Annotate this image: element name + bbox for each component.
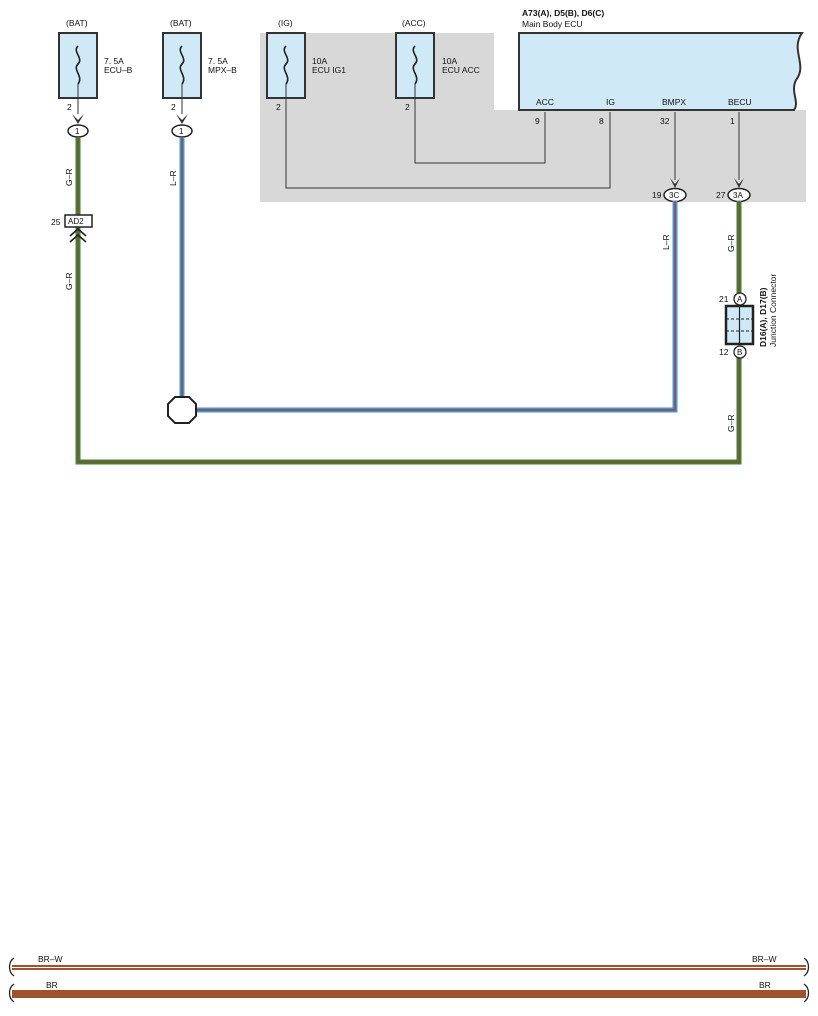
ecu-terminal-ig: IG (606, 97, 615, 107)
ecu-terminal-bmpx: BMPX (662, 97, 686, 107)
wire-label-right: BR–W (752, 954, 777, 964)
connector-label: 3C (669, 191, 679, 200)
connector-label: 1 (75, 127, 80, 136)
junction-pin-a: 21 (719, 294, 729, 304)
fuse-pin: 2 (171, 102, 176, 112)
ecu-pin-ig: 8 (599, 116, 604, 126)
terminal-arrow-icon (72, 114, 84, 124)
fuse-rating: 7. 5A (208, 56, 228, 66)
fuse-name: ECU–B (104, 65, 133, 75)
wire-label: G–R (726, 235, 736, 252)
fuse-pin: 2 (276, 102, 281, 112)
connector-pin: 27 (716, 190, 726, 200)
fuse-name: ECU IG1 (312, 65, 346, 75)
fuse-mpx-b: (BAT) 7. 5A MPX–B 2 1 (162, 18, 237, 138)
junction-title: D16(A), D17(B) (758, 287, 768, 347)
splice-point (167, 396, 197, 424)
fuse-rating: 7. 5A (104, 56, 124, 66)
fuse-icon (283, 45, 289, 85)
junction-connector: 21 A 12 B D16(A), D17(B) Junction Connec… (719, 274, 778, 359)
wire-break-icon (803, 957, 810, 977)
junction-pin-b: 12 (719, 347, 729, 357)
wire-label: G–R (64, 273, 74, 290)
ecu-terminal-becu: BECU (728, 97, 752, 107)
ecu-name: Main Body ECU (522, 19, 582, 29)
terminal-arrow-icon (670, 178, 680, 188)
fuse-rating: 10A (442, 56, 457, 66)
terminal-arrow-icon (734, 178, 744, 188)
fuse-name: ECU ACC (442, 65, 480, 75)
junction-label-a: A (737, 295, 743, 304)
wire-break-icon (803, 983, 810, 1003)
fuse-source: (IG) (278, 18, 293, 28)
wire-ig (285, 84, 611, 189)
ecu-box (518, 32, 804, 111)
fuse-source: (BAT) (66, 18, 88, 28)
connector-label: 1 (179, 127, 184, 136)
ecu-codes: A73(A), D5(B), D6(C) (522, 8, 604, 18)
wire-acc (414, 84, 546, 164)
wire-label: L–R (168, 170, 178, 186)
fuse-icon (75, 45, 81, 85)
wire-g-r-left (75, 137, 742, 465)
ecu-pin-bmpx: 32 (660, 116, 670, 126)
connector-3c: 19 3C (652, 187, 687, 203)
fuse-pin: 2 (67, 102, 72, 112)
ecu-terminal-acc: ACC (536, 97, 554, 107)
wire-label: L–R (661, 234, 671, 250)
ecu-pin-acc: 9 (535, 116, 540, 126)
wire-label: G–R (726, 415, 736, 432)
connector-3a: 27 3A (716, 187, 751, 203)
terminal-arrow-icon (176, 114, 188, 124)
fuse-rating: 10A (312, 56, 327, 66)
junction-label-b: B (737, 348, 742, 357)
connector-pin: 25 (51, 217, 61, 227)
junction-subtitle: Junction Connector (768, 274, 778, 347)
fuse-source: (BAT) (170, 18, 192, 28)
fuse-icon (179, 45, 185, 85)
bottom-wire-br: BR BR (8, 980, 810, 1003)
fuse-source: (ACC) (402, 18, 426, 28)
connector-label: AD2 (68, 217, 84, 226)
fuse-name: MPX–B (208, 65, 237, 75)
fuse-icon (412, 45, 418, 85)
fuse-ecu-b: (BAT) 7. 5A ECU–B 2 1 (58, 18, 133, 138)
wire-label: G–R (64, 169, 74, 186)
wire-break-icon (8, 983, 15, 1003)
main-body-ecu: A73(A), D5(B), D6(C) Main Body ECU ACC I… (518, 8, 804, 126)
wire-label-right: BR (759, 980, 771, 990)
ecu-pin-becu: 1 (730, 116, 735, 126)
connector-ad2: 25 AD2 (51, 214, 93, 243)
wire-label-left: BR–W (38, 954, 63, 964)
fuse-pin: 2 (405, 102, 410, 112)
connector-pin: 19 (652, 190, 662, 200)
chevron-up-icon (69, 227, 87, 243)
wire-break-icon (8, 957, 15, 977)
wire-label-left: BR (46, 980, 58, 990)
wire-l-r (179, 137, 678, 413)
bottom-wire-br-w: BR–W BR–W (8, 954, 810, 977)
connector-label: 3A (733, 191, 743, 200)
